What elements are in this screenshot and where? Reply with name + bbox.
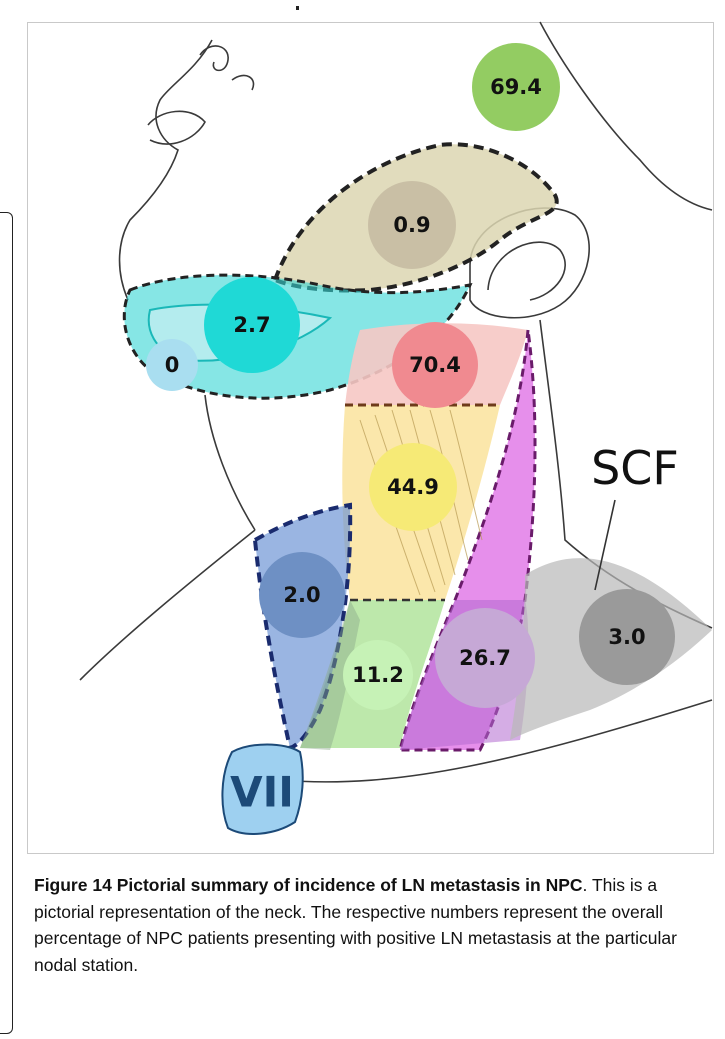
caption-label: Figure 14 [34, 875, 112, 895]
node-44-9: 44.9 [369, 443, 457, 531]
node-69-4-label: 69.4 [490, 75, 542, 99]
hair-curl-1 [200, 46, 228, 70]
node-2-0: 2.0 [259, 552, 345, 638]
node-70-4: 70.4 [392, 322, 478, 408]
node-0: 0 [146, 339, 198, 391]
caption-title: Pictorial summary of incidence of LN met… [117, 875, 541, 895]
vii-label: VII [230, 768, 294, 817]
node-2-0-label: 2.0 [283, 583, 320, 607]
node-26-7: 26.7 [435, 608, 535, 708]
node-0-9: 0.9 [368, 181, 456, 269]
face-profile-line [120, 40, 212, 300]
scf-label: SCF [591, 441, 679, 495]
hair-curl-2 [232, 75, 254, 90]
node-3-0: 3.0 [579, 589, 675, 685]
shoulder-left-line [80, 530, 255, 680]
node-11-2: 11.2 [343, 640, 413, 710]
node-70-4-label: 70.4 [409, 353, 461, 377]
node-69-4: 69.4 [472, 43, 560, 131]
node-0-9-label: 0.9 [393, 213, 430, 237]
figure-caption: Figure 14 Pictorial summary of incidence… [34, 872, 716, 978]
node-0-label: 0 [165, 353, 180, 377]
node-2-7: 2.7 [204, 277, 300, 373]
node-11-2-label: 11.2 [352, 663, 404, 687]
neck-diagram: VII SCF 69.4 0.9 2.7 0 70.4 44.9 2.0 11.… [0, 0, 725, 860]
back-neck-line [540, 22, 712, 210]
ear-inner-line [488, 242, 565, 300]
front-neck-line [205, 395, 255, 530]
node-3-0-label: 3.0 [608, 625, 645, 649]
caption-lead: NPC [546, 875, 583, 895]
node-26-7-label: 26.7 [459, 646, 511, 670]
node-44-9-label: 44.9 [387, 475, 439, 499]
node-2-7-label: 2.7 [233, 313, 270, 337]
